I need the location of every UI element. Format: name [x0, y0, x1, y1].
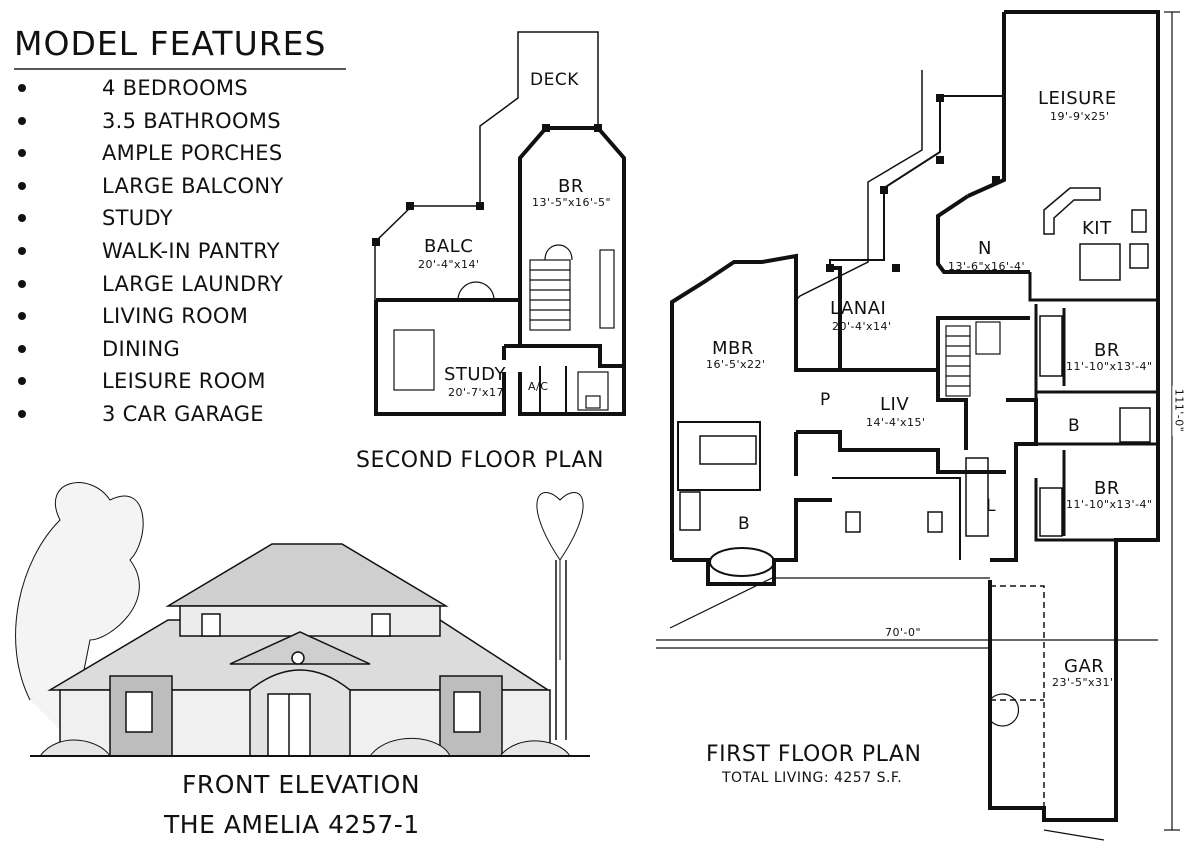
feature-text: 3.5 BATHROOMS [102, 108, 281, 133]
feature-text: LARGE LAUNDRY [102, 271, 284, 296]
bullet-icon [18, 214, 26, 223]
gar-dim: 23'-5"x31' [1052, 676, 1114, 689]
second-br-dim: 13'-5"x16'-5" [532, 196, 612, 209]
feature-text: AMPLE PORCHES [102, 141, 283, 166]
depth-dimension: 111'-0" [1172, 385, 1186, 436]
ac-label: A/C [528, 380, 549, 393]
feature-item: WALK-IN PANTRY [14, 235, 344, 268]
feature-text: 4 BEDROOMS [102, 76, 248, 100]
second-br-label: BR [558, 176, 584, 197]
width-dimension: 70'-0" [882, 626, 925, 639]
bullet-icon [18, 312, 26, 321]
bullet-icon [18, 409, 26, 418]
bullet-icon [18, 116, 26, 125]
laundry-label: L [986, 496, 996, 516]
lanai-label: LANAI [830, 298, 887, 319]
br2-dim: 11'-10"x13'-4" [1066, 498, 1153, 511]
deck-label: DECK [530, 70, 579, 90]
mbr-label: MBR [712, 338, 754, 359]
feature-item: 3 CAR GARAGE [14, 398, 344, 431]
lanai-dim: 20'-4'x14' [832, 320, 892, 333]
liv-dim: 14'-4'x15' [866, 416, 926, 429]
feature-text: DINING [102, 336, 181, 361]
leisure-dim: 19'-9'x25' [1050, 110, 1110, 123]
feature-text: 3 CAR GARAGE [102, 401, 264, 426]
balc-label: BALC [424, 236, 474, 257]
front-elevation-title: FRONT ELEVATION [182, 770, 421, 799]
master-bath-label: B [738, 514, 751, 534]
bath-label: B [1068, 416, 1081, 436]
feature-item: LARGE BALCONY [14, 170, 344, 203]
feature-item: DINING [14, 333, 344, 366]
liv-label: LIV [880, 394, 910, 415]
feature-item: LIVING ROOM [14, 300, 344, 333]
study-label: STUDY [444, 364, 506, 385]
bullet-icon [18, 149, 26, 158]
first-floor-plan-title: FIRST FLOOR PLAN [706, 742, 922, 767]
mbr-dim: 16'-5'x22' [706, 358, 766, 371]
bullet-icon [18, 344, 26, 353]
feature-item: STUDY [14, 202, 344, 235]
second-floor-plan [372, 31, 626, 416]
first-floor-plan [656, 10, 1180, 841]
bullet-icon [18, 84, 26, 92]
model-features-title: MODEL FEATURES [14, 24, 327, 63]
bullet-icon [18, 246, 26, 255]
bullet-icon [18, 181, 26, 190]
feature-item: 3.5 BATHROOMS [14, 105, 344, 138]
bullet-icon [18, 279, 26, 288]
balc-dim: 20'-4"x14' [418, 258, 480, 271]
br1-dim: 11'-10"x13'-4" [1066, 360, 1153, 373]
feature-item: LARGE LAUNDRY [14, 268, 344, 301]
gar-label: GAR [1064, 656, 1105, 677]
model-name: THE AMELIA 4257-1 [164, 810, 420, 839]
feature-text: LARGE BALCONY [102, 173, 284, 198]
feature-item: LEISURE ROOM [14, 365, 344, 398]
feature-text: STUDY [102, 206, 173, 231]
features-list: 4 BEDROOMS 3.5 BATHROOMS AMPLE PORCHES L… [14, 72, 344, 431]
front-elevation-drawing [15, 482, 590, 757]
leisure-label: LEISURE [1038, 88, 1117, 109]
nook-label: N [978, 238, 992, 259]
feature-text: LIVING ROOM [102, 304, 249, 329]
br2-label: BR [1094, 478, 1120, 499]
feature-text: LEISURE ROOM [102, 369, 266, 394]
nook-dim: 13'-6"x16'-4' [948, 260, 1026, 273]
feature-item: 4 BEDROOMS [14, 72, 344, 105]
total-living-label: TOTAL LIVING: 4257 S.F. [722, 770, 903, 786]
br1-label: BR [1094, 340, 1120, 361]
kit-label: KIT [1082, 218, 1112, 239]
feature-text: WALK-IN PANTRY [102, 238, 280, 263]
second-floor-plan-title: SECOND FLOOR PLAN [356, 448, 605, 473]
bullet-icon [18, 377, 26, 386]
study-dim: 20'-7'x17' [448, 386, 508, 399]
pantry-label: P [820, 390, 831, 410]
feature-item: AMPLE PORCHES [14, 137, 344, 170]
